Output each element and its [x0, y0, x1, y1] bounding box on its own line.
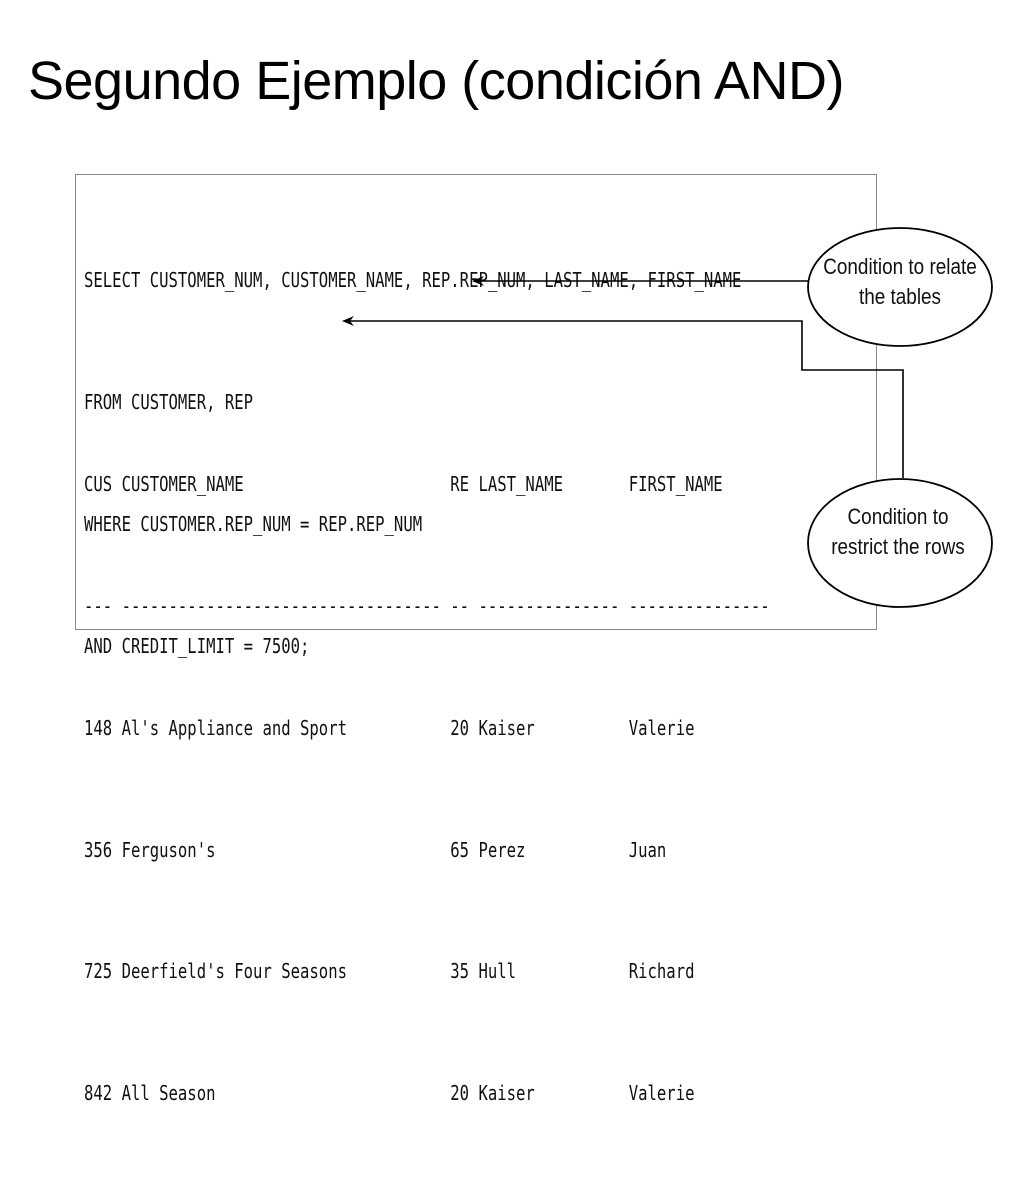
slide-title: Segundo Ejemplo (condición AND): [28, 51, 844, 111]
callout-relate-line2: the tables: [858, 284, 942, 309]
result-row: 842 All Season 20 Kaiser Valerie: [84, 1081, 695, 1106]
callout-restrict-line1: Condition to: [847, 504, 949, 529]
query-line-where: WHERE CUSTOMER.REP_NUM = REP.REP_NUM: [84, 511, 423, 536]
callout-relate-line1: Condition to relate: [823, 254, 977, 279]
result-row: 725 Deerfield's Four Seasons 35 Hull Ric…: [84, 959, 695, 984]
result-row: 356 Ferguson's 65 Perez Juan: [84, 837, 667, 862]
result-header: CUS CUSTOMER_NAME RE LAST_NAME FIRST_NAM…: [84, 472, 723, 497]
query-line-select: SELECT CUSTOMER_NUM, CUSTOMER_NAME, REP.…: [84, 268, 742, 293]
sql-listing-box: SELECT CUSTOMER_NUM, CUSTOMER_NAME, REP.…: [75, 174, 877, 1105]
sql-query: SELECT CUSTOMER_NUM, CUSTOMER_NAME, REP.…: [84, 179, 741, 747]
callout-restrict-line2: restrict the rows: [831, 534, 965, 559]
query-line-from: FROM CUSTOMER, REP: [84, 389, 254, 414]
callout-relate-text: Condition to relate the tables: [814, 252, 986, 312]
callout-restrict-text: Condition to restrict the rows: [812, 502, 984, 562]
result-row: 148 Al's Appliance and Sport 20 Kaiser V…: [84, 715, 695, 740]
query-line-and: AND CREDIT_LIMIT = 7500;: [84, 633, 310, 658]
query-result: CUS CUSTOMER_NAME RE LAST_NAME FIRST_NAM…: [84, 383, 770, 1195]
result-separator: --- ---------------------------------- -…: [84, 593, 770, 618]
